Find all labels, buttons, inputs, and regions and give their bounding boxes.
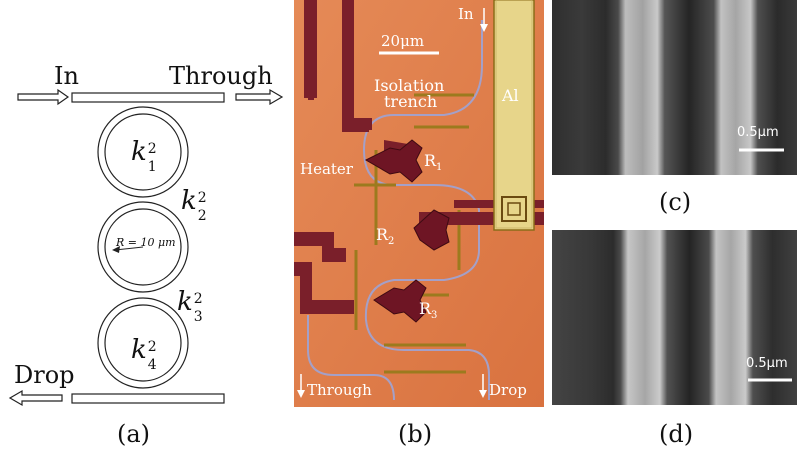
r3-label: R3 xyxy=(419,299,438,322)
through-arrow-icon xyxy=(235,88,284,106)
through-arrow-b-icon xyxy=(297,390,305,398)
heater-label: Heater xyxy=(300,160,353,178)
ring-1 xyxy=(97,106,189,198)
drop-label-b: Drop xyxy=(489,381,527,399)
top-bus-waveguide xyxy=(71,92,225,103)
ring-3 xyxy=(97,297,189,389)
sem-image-c xyxy=(552,0,797,175)
ring-resonator-schematic xyxy=(8,88,284,407)
through-label: Through xyxy=(169,62,273,90)
panel-b: In 20μm Isolation trench Al Heater R1 R2… xyxy=(294,0,544,407)
caption-d: (d) xyxy=(659,420,694,448)
heater-r3 xyxy=(373,279,427,323)
scale-label-c: 0.5μm xyxy=(737,125,779,140)
k2-label: k 2 2 xyxy=(181,186,207,224)
al-label: Al xyxy=(502,86,519,105)
caption-a: (a) xyxy=(117,420,151,448)
heater-r2 xyxy=(413,209,450,251)
isolation-trench-label-1: Isolation xyxy=(374,76,445,95)
k3-label: k 2 3 xyxy=(177,287,203,325)
ring-2 xyxy=(97,201,189,293)
k1-label: k 2 1 xyxy=(131,137,157,175)
sem-image-d xyxy=(552,230,797,405)
scale-label-d: 0.5μm xyxy=(746,356,788,371)
in-arrow-b-icon xyxy=(480,24,488,32)
r2-label: R2 xyxy=(376,225,395,248)
scale-label-b: 20μm xyxy=(381,32,425,50)
through-label-b: Through xyxy=(307,381,372,399)
caption-b: (b) xyxy=(398,420,433,448)
k4-label: k 2 4 xyxy=(131,335,157,373)
panel-a: In Through Drop k 2 1 k 2 2 k 2 3 k 2 4 … xyxy=(0,0,290,410)
input-arrow-icon xyxy=(17,88,70,106)
r1-label: R1 xyxy=(424,151,443,174)
heater-r1 xyxy=(364,139,423,183)
aluminum-pad xyxy=(493,0,535,231)
waveguides xyxy=(307,20,490,401)
bottom-bus-waveguide xyxy=(71,393,225,404)
panel-c: 0.5μm xyxy=(552,0,797,175)
caption-c: (c) xyxy=(659,188,692,216)
radius-label: R = 10 μm xyxy=(116,236,176,249)
panel-d: 0.5μm xyxy=(552,230,797,405)
isolation-trench-label-2: trench xyxy=(384,92,438,111)
in-label: In xyxy=(54,62,79,90)
in-label-b: In xyxy=(458,5,474,23)
isolation-trenches xyxy=(354,93,474,374)
radius-arrow-icon xyxy=(112,246,120,253)
drop-arrow-icon xyxy=(8,389,63,407)
drop-label: Drop xyxy=(14,361,75,389)
heater-pads xyxy=(364,139,450,323)
drop-arrow-b-icon xyxy=(479,390,487,398)
aluminum-via xyxy=(501,196,527,222)
device-micrograph xyxy=(294,0,544,407)
